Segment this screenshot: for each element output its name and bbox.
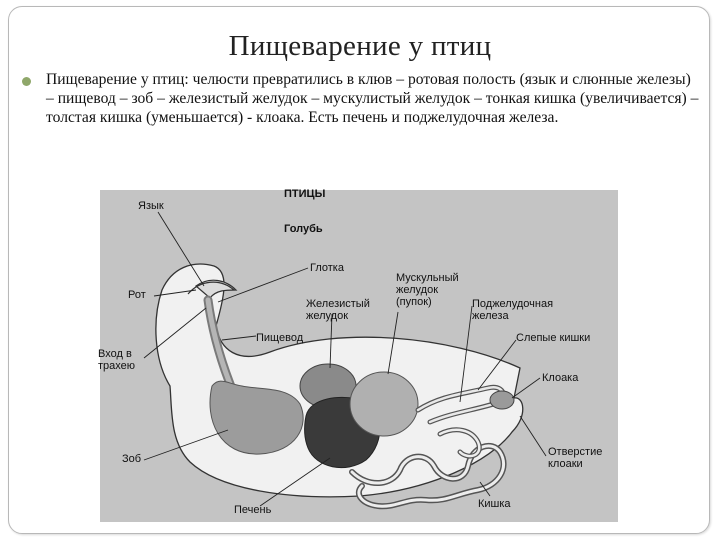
label-pharynx: Глотка xyxy=(310,262,344,274)
diagram-subtitle: Голубь xyxy=(284,223,323,235)
label-crop: Зоб xyxy=(122,453,142,465)
slide-frame xyxy=(8,6,710,534)
leader-mouth xyxy=(153,289,197,297)
bullet-item: Пищеварение у птиц: челюсти превратились… xyxy=(20,70,700,127)
cloaca xyxy=(489,390,515,410)
label-liver: Печень xyxy=(234,504,272,516)
leader-caeca xyxy=(477,339,517,391)
leader-muscular xyxy=(387,311,399,375)
leader-pharynx xyxy=(217,267,309,303)
bullet-text: Пищеварение у птиц: челюсти превратились… xyxy=(46,71,699,126)
bird-digestion-diagram: ПТИЦЫ Голубь Язык Рот Глотка Вход в трах… xyxy=(98,188,618,522)
label-cloaca: Клоака xyxy=(542,372,579,384)
slide-title: Пищеварение у птиц xyxy=(228,30,492,62)
intestine-coil-inner xyxy=(438,428,481,458)
label-tongue: Язык xyxy=(138,200,164,212)
leader-intestine xyxy=(479,481,491,497)
label-trachea-entry: Вход в трахею xyxy=(98,348,136,372)
leader-lines xyxy=(143,211,547,507)
label-pancreas: Поджелудочная железа xyxy=(472,298,554,322)
label-intestine: Кишка xyxy=(478,498,511,510)
label-glandular-stomach: Железистый желудок xyxy=(306,298,370,322)
label-caeca: Слепые кишки xyxy=(516,332,591,344)
muscular-stomach xyxy=(349,371,419,437)
leader-cloaca xyxy=(511,377,541,399)
leader-trachea xyxy=(143,307,207,359)
diagram-title: ПТИЦЫ xyxy=(284,188,326,200)
leader-crop xyxy=(143,429,229,461)
leader-liver xyxy=(259,457,331,507)
intestine-loops-inner xyxy=(350,444,506,508)
label-muscular-stomach: Мускульный желудок (пупок) xyxy=(396,272,459,308)
label-esophagus: Пищевод xyxy=(256,332,304,344)
leader-glandular xyxy=(329,313,333,369)
leader-cloaca-opening xyxy=(519,415,547,457)
label-mouth: Рот xyxy=(128,289,146,301)
bullet-dot-icon xyxy=(22,77,31,86)
leader-pancreas xyxy=(459,305,473,403)
leader-tongue xyxy=(157,211,205,287)
leader-esophagus xyxy=(221,335,257,341)
crop xyxy=(209,380,304,455)
label-cloaca-opening: Отверстие клоаки xyxy=(548,446,603,470)
bird-illustration xyxy=(143,211,547,510)
